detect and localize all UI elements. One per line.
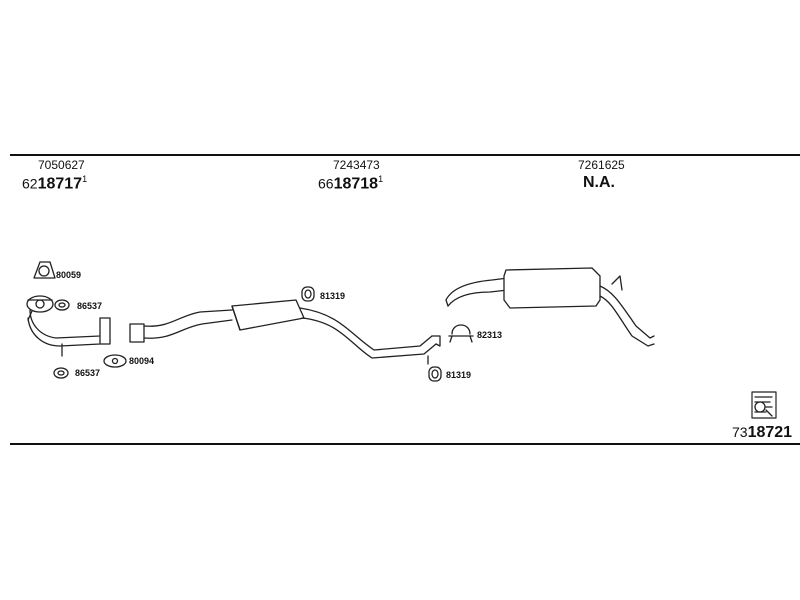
info-document-icon <box>751 391 777 419</box>
part-label-81319-bottom: 81319 <box>446 370 472 380</box>
rear-silencer-icon <box>445 267 655 347</box>
article-number-2: 66187181 <box>318 174 384 193</box>
kit-number: 7318721 <box>732 424 793 441</box>
middle-silencer-icon <box>129 299 441 365</box>
part-label-86537-top: 86537 <box>77 301 103 311</box>
bottom-rule <box>10 443 800 445</box>
front-pipe-icon <box>26 295 111 357</box>
clamp-82313-icon <box>448 324 474 343</box>
article-number-3: N.A. <box>583 174 615 191</box>
hanger-81319-bottom-icon <box>428 366 442 382</box>
nut-86537-top-icon <box>54 299 70 311</box>
article-number-1: 62187171 <box>22 174 88 193</box>
top-rule <box>10 154 800 156</box>
ref-number-1: 7050627 <box>38 158 85 172</box>
hanger-81319-top-icon <box>301 286 315 302</box>
part-label-80094: 80094 <box>129 356 155 366</box>
gasket-80059-icon <box>33 261 56 279</box>
part-label-86537-bottom: 86537 <box>75 368 101 378</box>
part-label-80059: 80059 <box>56 270 82 280</box>
nut-86537-bottom-icon <box>53 367 69 379</box>
ref-number-3: 7261625 <box>578 158 625 172</box>
gasket-80094-icon <box>103 354 127 368</box>
part-label-82313: 82313 <box>477 330 503 340</box>
ref-number-2: 7243473 <box>333 158 380 172</box>
part-label-81319-top: 81319 <box>320 291 346 301</box>
